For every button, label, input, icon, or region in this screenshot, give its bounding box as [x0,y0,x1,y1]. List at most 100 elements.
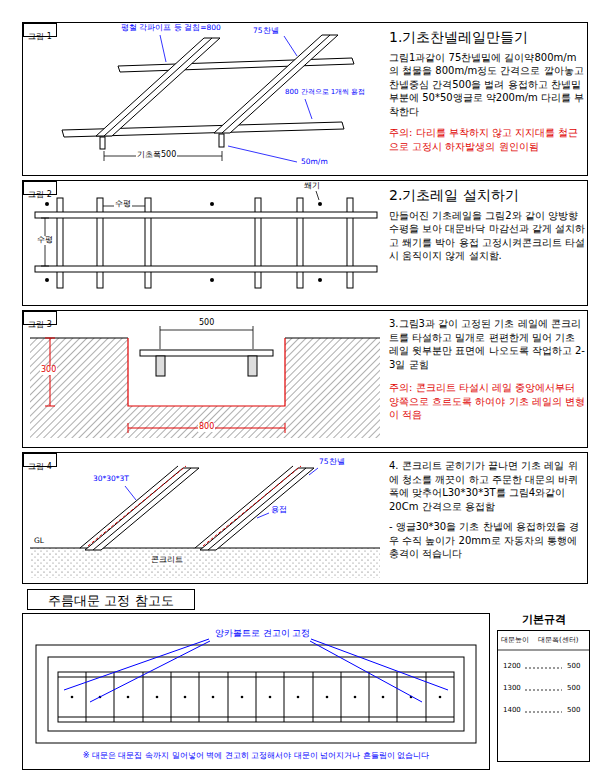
rail-installation-figure [35,266,377,272]
gate-plan-figure [36,645,476,743]
part-label: 앙카볼트로 견고이 고정 [214,629,311,638]
dimension: 수평 [36,236,54,245]
rail-frame-figure [219,134,224,147]
table-cell: 500 [566,663,581,671]
figure-tag-text: 그림 2 [28,189,52,201]
concrete-section-figure [140,350,273,356]
text-column: 그림 3 [24,312,56,331]
leader-line [305,99,312,119]
spec-table-lines [525,690,562,691]
dimension: 기초폭500 [136,151,177,160]
bolt-dot [71,696,442,699]
wedge-dot [45,202,49,206]
leader-line [160,35,166,62]
bolt-dot [326,696,329,699]
bolt-dot [184,696,187,699]
part-label: 콘크리트 [150,556,184,565]
figure-tag-text: 그림 3 [28,319,52,331]
concrete-section-figure [30,338,380,438]
spec-table-lines [525,712,562,713]
step-body: 4. 콘크리트 굳히기가 끝나면 기초 레일 위에 청소를 깨끗이 하고 주문한… [389,459,586,513]
section-heading-box: 주름대문 고정 참고도 [27,589,195,610]
dimension-line [160,326,253,349]
angle-weld-figure [85,468,199,550]
angle-weld-figure [80,466,178,548]
gate-plan-figure [114,672,115,722]
dimension-line [104,151,105,161]
part-label: GL [33,537,45,545]
dimension: 수평 [114,200,132,209]
angle-weld-figure [195,466,293,548]
caution-note: 주의: 콘크리트 타설시 레일 중앙에서부터 양쪽으로 흐르도록 하여야 기초 … [389,381,586,422]
wedge-dot [318,278,322,282]
anchor-leader [310,641,422,702]
step-body: 그림1과같이 75찬넬밑에 길이약800m/m의 철물을 800m/m정도 간격… [389,51,586,119]
wedge-dot [210,278,214,282]
gate-plan-figure [313,672,314,722]
gate-plan-figure [397,672,398,722]
angle-weld-figure [200,468,314,550]
dimension: 500 [198,319,215,328]
table-cell: 500 [566,707,581,715]
step-heading: 1.기초찬넬레일만들기 [389,28,586,47]
leader-line [125,468,318,518]
part-label: 평철 각파이프 등 걸침=800 [120,24,222,32]
part-label: 800 간격으로 1개씩 용접 [284,89,367,97]
anchor-leader [90,641,210,702]
gate-plan-figure [171,672,172,722]
figure-tag-text: 그림 4 [28,461,52,473]
dimension: 300 [40,366,57,375]
leader-line [257,513,269,518]
dimension-line [253,326,254,349]
step-remark: - 앵글30*30을 기초 찬넬에 용접하였을 경우 수직 높이가 20mm로 … [389,520,586,561]
part-label: 30*30*3T [92,475,130,483]
gate-plan-figure [58,672,454,722]
concrete-section-figure [30,338,128,339]
wedge-dot [45,202,322,282]
text-column: 3.그림3과 같이 고정된 기초 레일에 콘크리트를 타설하고 밀개로 편편한게… [389,317,586,422]
wedge-dot [45,278,49,282]
dimension-line [41,191,319,266]
text-column: 2.기초레일 설치하기만들어진 기초레일을 그림2와 같이 양방향 수평을 보아… [389,186,586,263]
red-dimension-line [128,423,129,433]
dimension: 800 [198,423,215,432]
gate-plan-figure [143,672,144,722]
part-label: 75찬넬 [318,458,346,466]
part-label: 쐐기 [303,182,321,191]
angle-weld-figure [93,468,191,550]
figure-tag-text: 그림 1 [28,31,52,43]
leader-line [125,486,136,500]
dimension-line [160,330,253,331]
rail-installation-figure [35,212,377,218]
angle-weld-figure [208,468,306,550]
table-cell: 1400 [502,707,522,715]
rail-installation-figure [35,198,377,288]
rail-frame-figure [222,35,330,133]
table-cell: 대문폭(센터) [537,637,579,645]
gate-plan-figure [256,672,257,722]
concrete-section-figure [128,338,285,406]
concrete-section-figure [248,356,257,376]
bolt-dot [354,696,357,699]
leader-line [160,35,312,162]
step-panel: 그림 2 2.기초레일 설치하기만들어진 기초레일을 그림2와 같이 양방향 수평… [22,180,588,306]
dimension-line [41,218,49,219]
dimension-line [222,151,223,161]
dimension-line [104,151,222,161]
angle-weld-figure [203,466,301,546]
part-label: 75찬넬 [252,27,280,35]
leader-line [309,468,318,475]
gate-plan-figure [369,672,370,722]
figure-tag: 그림 1 [23,23,57,37]
gate-plan-figure [284,672,285,722]
text-column: 그림 1 [24,24,56,43]
wedge-dot [318,202,322,206]
spec-table-lines [525,668,562,669]
text-column: 기본규격 [496,613,591,627]
part-label: 용접 [270,506,288,514]
rail-frame-figure [100,137,105,149]
concrete-section-figure [30,338,380,438]
anchor-leader [64,639,209,690]
table-cell: 대문높이 [500,637,530,645]
